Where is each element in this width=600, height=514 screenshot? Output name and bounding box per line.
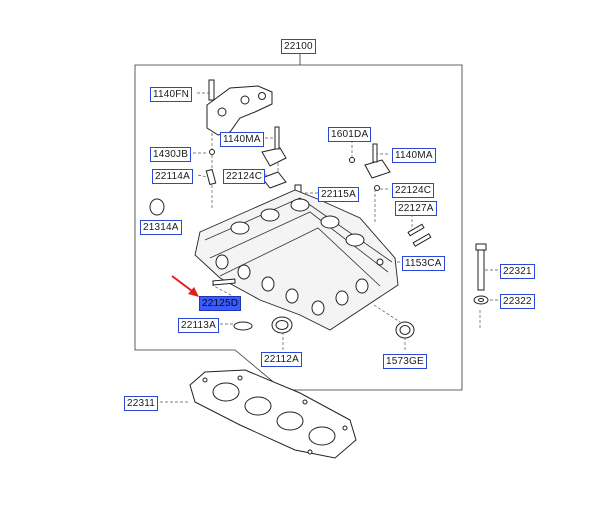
label-21314A[interactable]: 21314A bbox=[140, 220, 182, 235]
label-22113A[interactable]: 22113A bbox=[178, 318, 219, 333]
label-22311[interactable]: 22311 bbox=[124, 396, 159, 411]
label-1573GE[interactable]: 1573GE bbox=[383, 354, 427, 369]
label-22127A[interactable]: 22127A bbox=[395, 201, 437, 216]
label-22124C-b[interactable]: 22124C bbox=[392, 183, 435, 198]
stud bbox=[212, 278, 236, 286]
camshaft-bracket bbox=[206, 79, 273, 136]
head-bolt bbox=[475, 243, 487, 291]
plug bbox=[149, 198, 165, 216]
cylinder-head bbox=[194, 189, 399, 331]
label-1140FN[interactable]: 1140FN bbox=[150, 87, 193, 102]
label-22112A[interactable]: 22112A bbox=[261, 352, 302, 367]
seal-22112A bbox=[271, 316, 293, 334]
highlight-arrow-icon bbox=[171, 275, 199, 297]
washer bbox=[473, 295, 489, 305]
seal-22113A bbox=[233, 321, 253, 331]
label-22321[interactable]: 22321 bbox=[500, 264, 535, 279]
bearing-caps bbox=[261, 126, 391, 191]
label-1601DA[interactable]: 1601DA bbox=[328, 127, 372, 142]
label-22322[interactable]: 22322 bbox=[500, 294, 535, 309]
label-22100[interactable]: 22100 bbox=[281, 39, 316, 54]
label-22115A[interactable]: 22115A bbox=[318, 187, 359, 202]
label-22124C-a[interactable]: 22124C bbox=[223, 169, 266, 184]
label-1430JB[interactable]: 1430JB bbox=[150, 147, 192, 162]
label-22125D[interactable]: 22125D bbox=[199, 296, 242, 311]
label-22114A[interactable]: 22114A bbox=[152, 169, 193, 184]
seal-1573GE bbox=[395, 321, 415, 339]
label-1140MA-a[interactable]: 1140MA bbox=[220, 132, 264, 147]
head-gasket bbox=[189, 369, 357, 459]
label-1140MA-b[interactable]: 1140MA bbox=[392, 148, 436, 163]
label-1153CA[interactable]: 1153CA bbox=[402, 256, 445, 271]
